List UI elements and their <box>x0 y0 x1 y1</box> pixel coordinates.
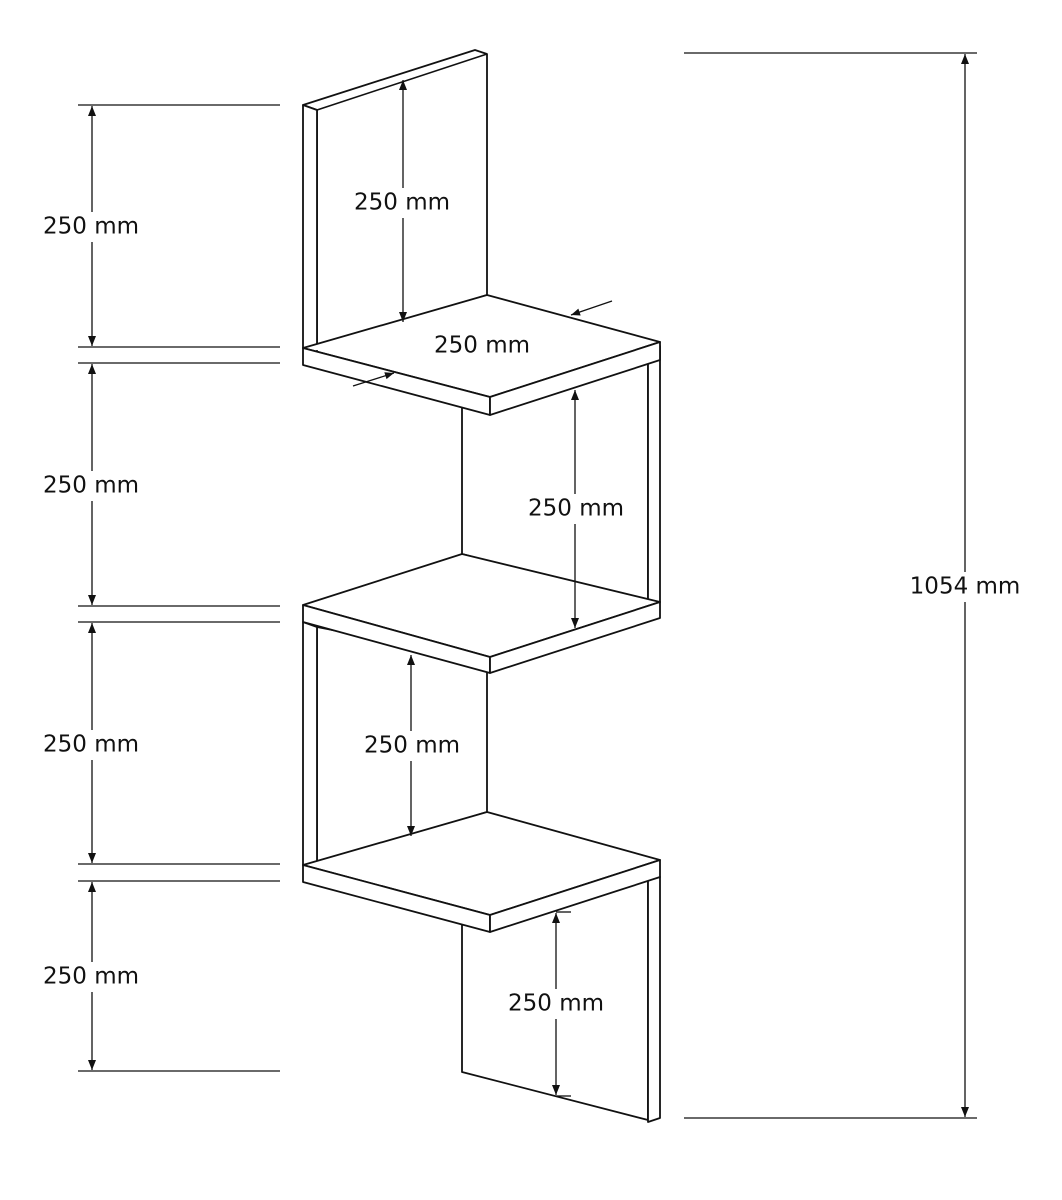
depth-arrow-back <box>570 300 613 316</box>
total-height-label: 1054 mm <box>910 574 1021 600</box>
left-extension-lines <box>78 104 280 1072</box>
left-dimension-label-4: 250 mm <box>43 964 139 990</box>
depth-arrow-front <box>352 372 395 387</box>
shelf-1 <box>302 294 661 416</box>
upper-compartment-height-label: 250 mm <box>528 496 624 522</box>
left-dimension-label-3: 250 mm <box>43 732 139 758</box>
shelf-3 <box>302 811 661 933</box>
left-labels: 250 mm 250 mm 250 mm 250 mm <box>36 212 148 992</box>
shelf-depth-label: 250 mm <box>434 333 530 359</box>
shelf-2 <box>302 553 661 674</box>
top-panel-height-label: 250 mm <box>354 190 450 216</box>
left-dimension-label-1: 250 mm <box>43 214 139 240</box>
lower-compartment-height-label: 250 mm <box>364 733 460 759</box>
left-dimension-label-2: 250 mm <box>43 473 139 499</box>
bottom-panel-height-label: 250 mm <box>508 991 604 1017</box>
